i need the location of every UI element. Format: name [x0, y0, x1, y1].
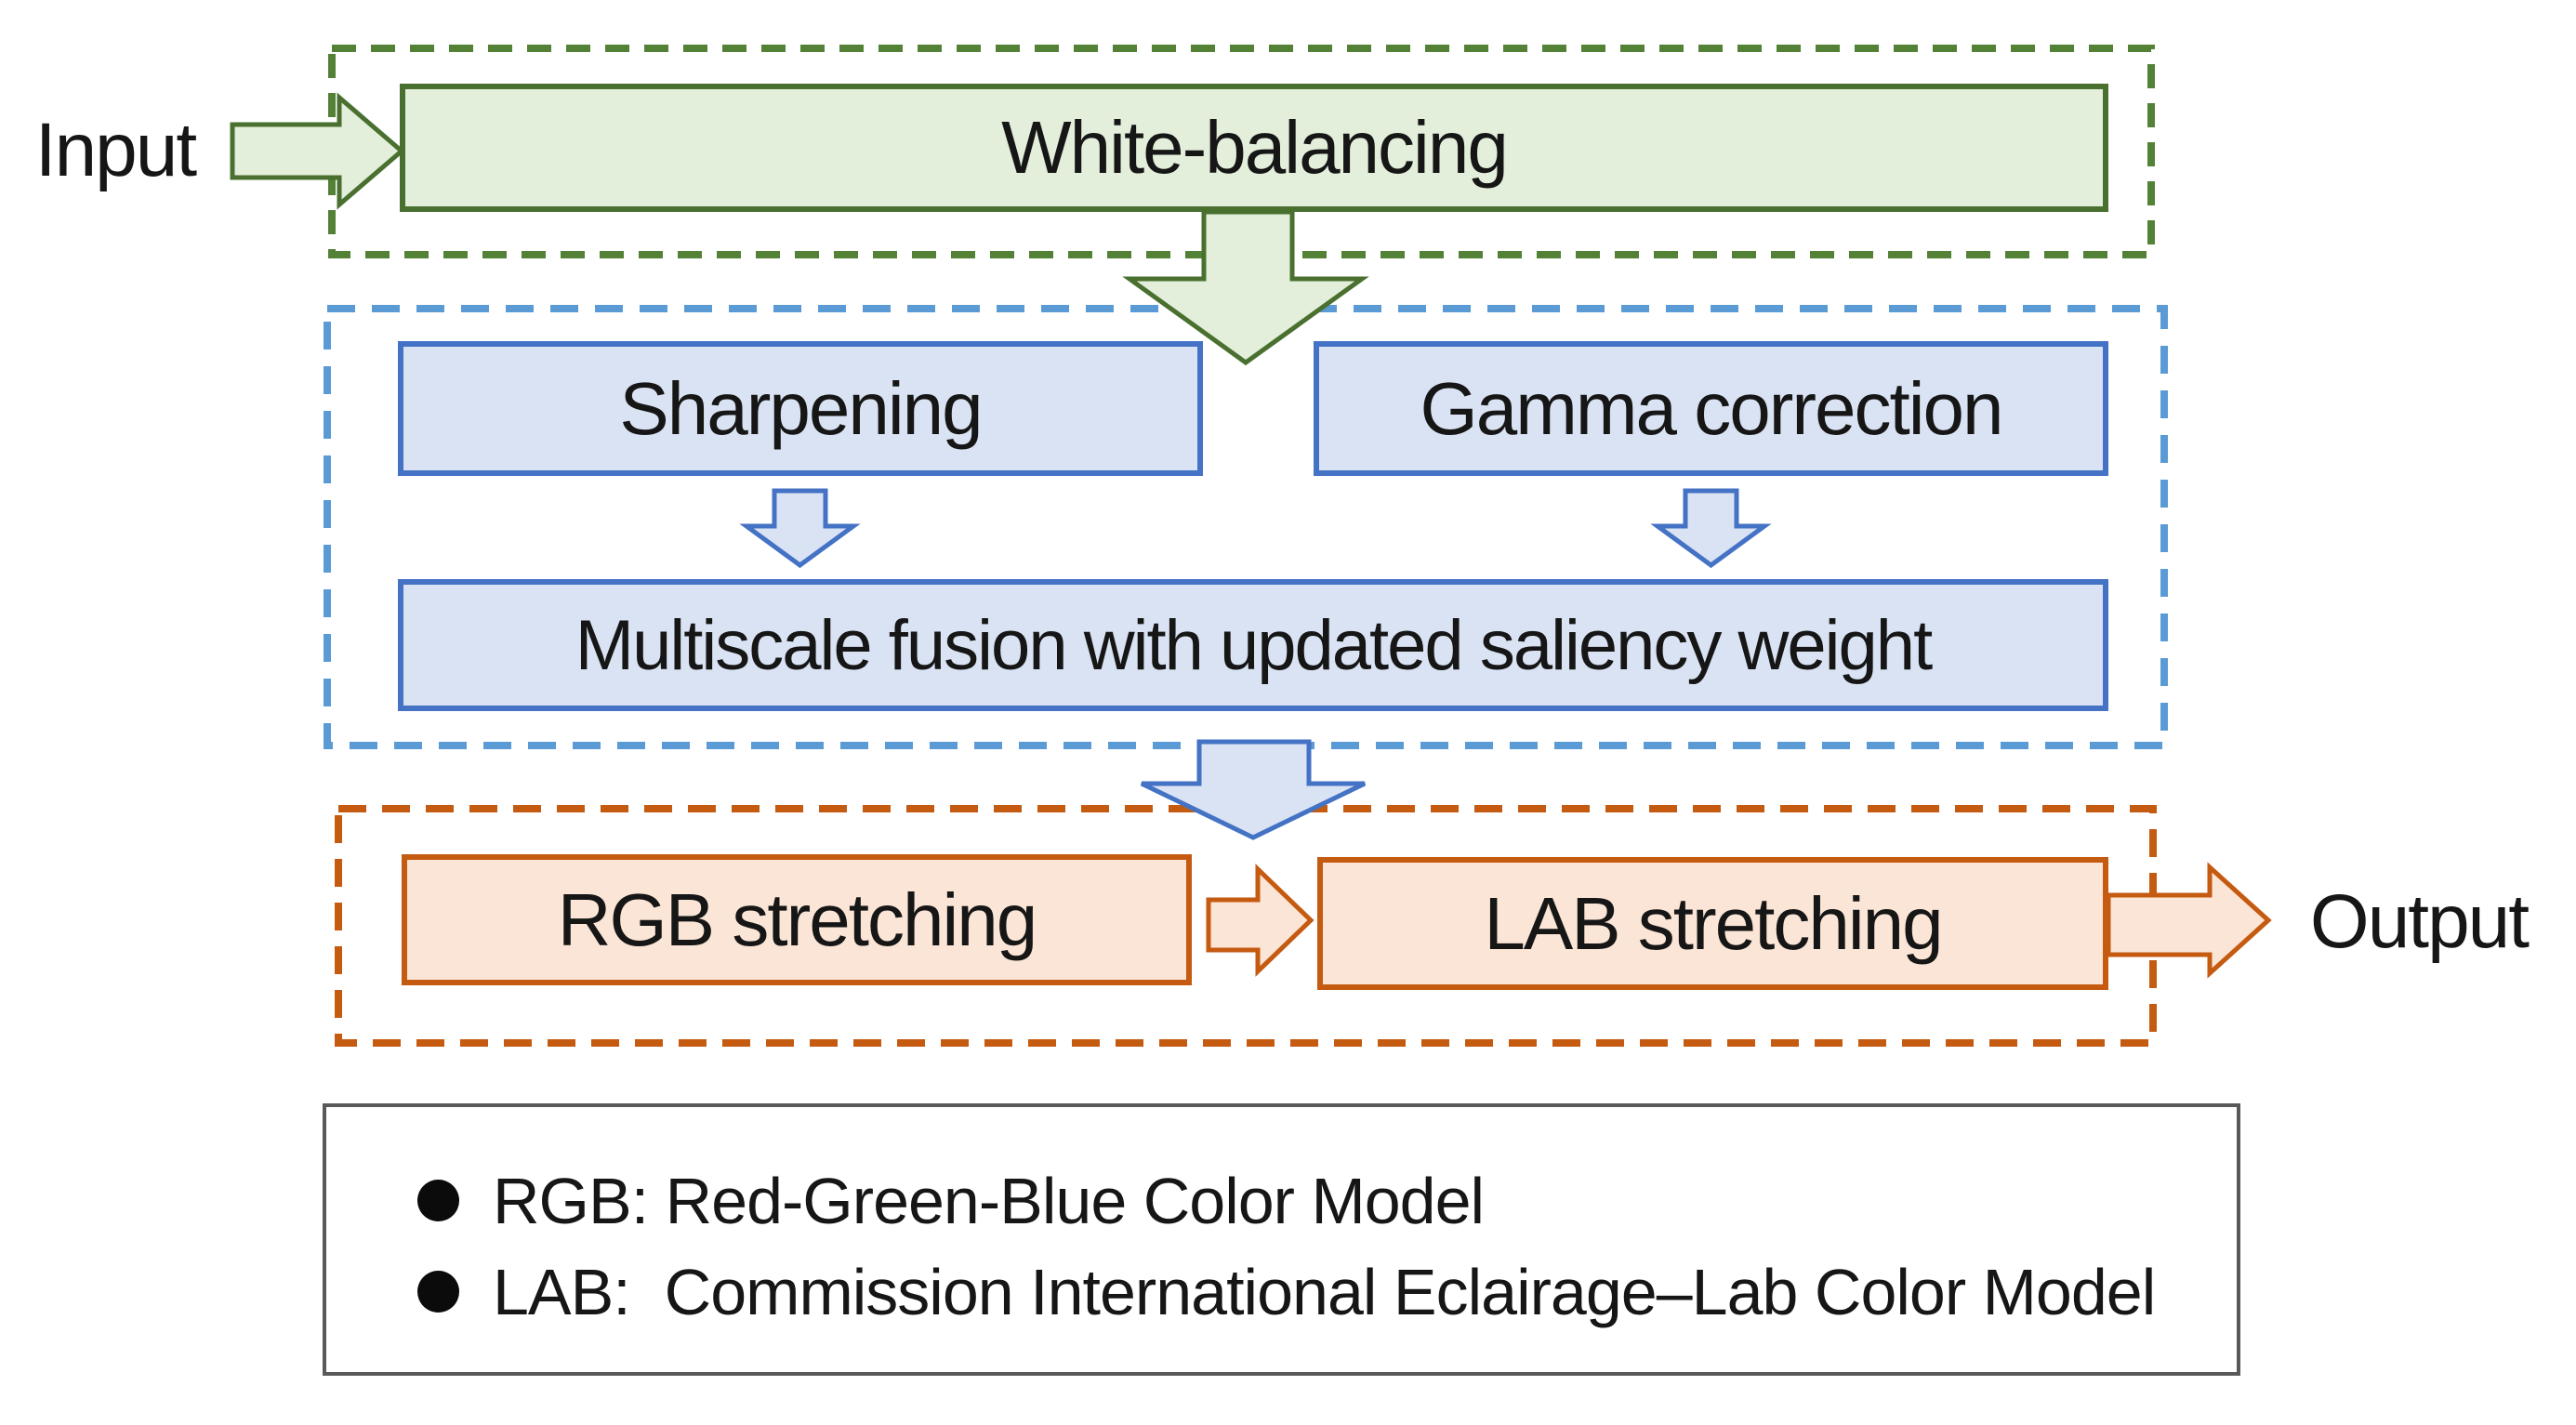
input-right-arrow-icon — [230, 92, 405, 210]
gamma-correction-label: Gamma correction — [1420, 366, 2004, 450]
sharpening-down-arrow-icon — [739, 488, 861, 569]
legend-box: RGB: Red-Green-Blue Color Model LAB: Com… — [323, 1103, 2240, 1376]
rgb-stretching-box: RGB stretching — [402, 854, 1192, 985]
rgb-to-lab-right-arrow-icon — [1206, 864, 1314, 977]
arrow-shape — [2106, 862, 2272, 979]
gamma-correction-box: Gamma correction — [1314, 341, 2108, 476]
output-label: Output — [2309, 879, 2530, 964]
white-balancing-label: White-balancing — [1001, 106, 1509, 189]
sharpening-label: Sharpening — [619, 366, 983, 450]
sharpening-box: Sharpening — [398, 341, 1203, 476]
legend-item-rgb: RGB: Red-Green-Blue Color Model — [417, 1159, 2237, 1243]
rgb-stretching-label: RGB stretching — [557, 877, 1037, 961]
lab-stretching-box: LAB stretching — [1317, 857, 2108, 990]
input-label: Input — [34, 108, 197, 192]
output-right-arrow-icon — [2106, 862, 2272, 979]
lab-stretching-label: LAB stretching — [1484, 881, 1943, 965]
arrow-shape — [230, 92, 405, 210]
legend-item-label: RGB: Red-Green-Blue Color Model — [493, 1164, 1485, 1237]
multiscale-fusion-label: Multiscale fusion with updated saliency … — [575, 605, 1933, 685]
white-balancing-down-arrow-icon — [1122, 209, 1369, 366]
gamma-down-arrow-icon — [1650, 488, 1772, 569]
arrow-shape — [739, 488, 861, 569]
fusion-down-arrow-icon — [1140, 739, 1367, 840]
arrow-shape — [1650, 488, 1772, 569]
legend-item-lab: LAB: Commission International Eclairage–… — [417, 1250, 2237, 1334]
arrow-shape — [1140, 739, 1367, 840]
white-balancing-box: White-balancing — [400, 84, 2108, 212]
arrow-shape — [1206, 864, 1314, 977]
arrow-shape — [1122, 209, 1369, 366]
legend-item-label: LAB: Commission International Eclairage–… — [493, 1255, 2156, 1328]
bullet-icon — [417, 1271, 459, 1313]
multiscale-fusion-box: Multiscale fusion with updated saliency … — [398, 579, 2108, 711]
bullet-icon — [417, 1180, 459, 1221]
